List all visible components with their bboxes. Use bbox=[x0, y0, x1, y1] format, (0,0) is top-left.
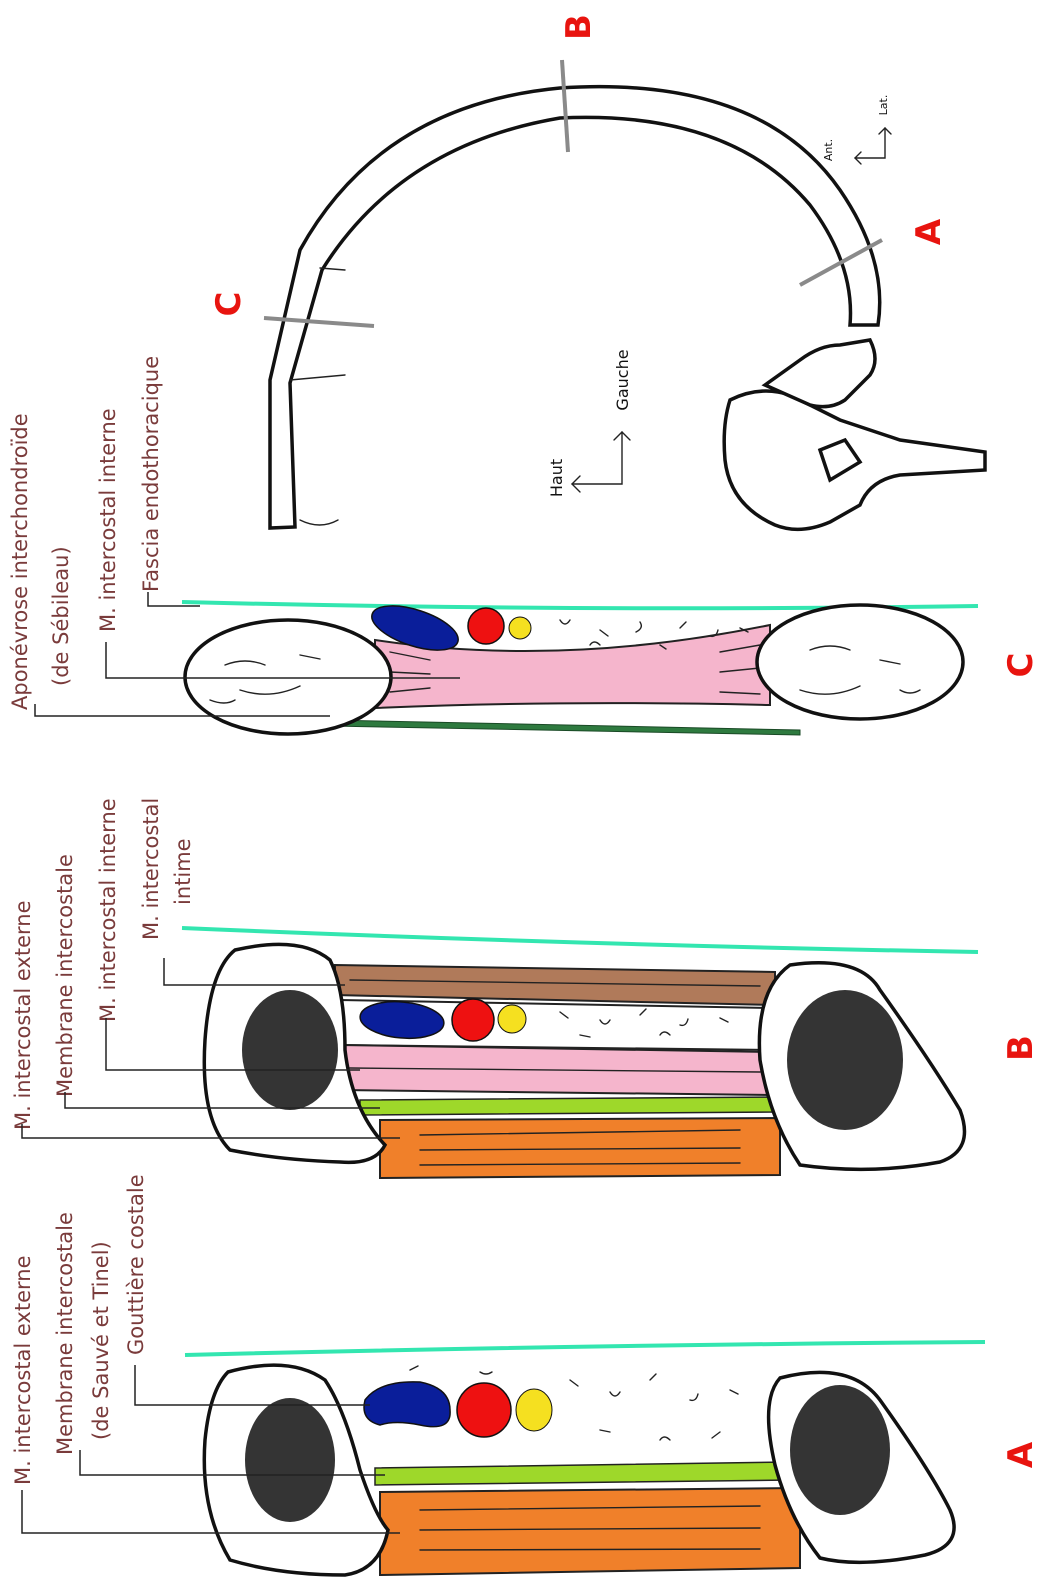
intercostal-membrane-b bbox=[360, 1097, 775, 1115]
intercostal-nerve-a bbox=[516, 1389, 552, 1431]
external-intercostal-muscle-a bbox=[380, 1488, 800, 1575]
label-gouttiere-costale: Gouttière costale bbox=[124, 1174, 148, 1355]
orientation-small: Ant. Lat. bbox=[822, 95, 891, 164]
cartilage-joint bbox=[290, 375, 345, 380]
section-b: B M. intercostal externe Membrane interc… bbox=[11, 798, 1041, 1178]
intercostal-artery-b bbox=[452, 999, 494, 1041]
section-a: A M. intercostal externe Membrane interc… bbox=[11, 1174, 1041, 1575]
label-membrane-a: Membrane intercostale bbox=[53, 1212, 77, 1455]
label-membrane-b: Membrane intercostale bbox=[53, 854, 77, 1097]
label-intercostal-intime-1: M. intercostal bbox=[139, 798, 163, 940]
orientation-ant: Ant. bbox=[822, 139, 835, 161]
label-de-sebileau: (de Sébileau) bbox=[49, 546, 73, 686]
intercostal-nerve-b bbox=[498, 1005, 526, 1033]
section-c: C Aponévrose interchondroïde (de Sébilea… bbox=[8, 356, 1041, 735]
costal-cartilage-lower-c bbox=[757, 605, 963, 719]
cut-letter-b: B bbox=[559, 14, 599, 40]
section-letter-c: C bbox=[1001, 653, 1041, 678]
orientation-haut: Haut bbox=[547, 459, 566, 497]
cut-letter-a: A bbox=[909, 218, 949, 245]
label-fascia-endothoracique: Fascia endothoracique bbox=[139, 356, 163, 592]
label-intercostal-interne-c: M. intercostal interne bbox=[96, 408, 120, 632]
label-intercostal-externe-a: M. intercostal externe bbox=[11, 1255, 35, 1485]
cut-letter-c: C bbox=[209, 292, 249, 317]
costal-cartilage-upper-c bbox=[185, 620, 391, 734]
orientation-main: Haut Gauche bbox=[547, 349, 632, 497]
rib-anterior-end bbox=[300, 520, 338, 525]
label-intercostal-interne-b: M. intercostal interne bbox=[96, 798, 120, 1022]
section-letter-a: A bbox=[1001, 1441, 1041, 1468]
section-letter-b: B bbox=[1001, 1035, 1041, 1061]
label-aponevrose: Aponévrose interchondroïde bbox=[8, 413, 32, 710]
rib-overview: A B C Haut Gauche Ant. Lat. bbox=[209, 14, 985, 529]
label-intercostal-intime-2: intime bbox=[171, 838, 195, 905]
intercostal-nerve-c bbox=[509, 617, 531, 639]
orientation-gauche: Gauche bbox=[613, 349, 632, 410]
cut-line-c bbox=[264, 318, 374, 326]
endothoracic-fascia-a bbox=[185, 1342, 985, 1355]
label-intercostal-externe-b: M. intercostal externe bbox=[11, 900, 35, 1130]
label-sauve-tinel: (de Sauvé et Tinel) bbox=[89, 1241, 113, 1440]
interchondral-aponeurosis bbox=[330, 720, 800, 735]
intercostal-artery-a bbox=[457, 1383, 511, 1437]
intercostal-artery-c bbox=[468, 608, 504, 644]
orientation-lat: Lat. bbox=[877, 95, 890, 116]
